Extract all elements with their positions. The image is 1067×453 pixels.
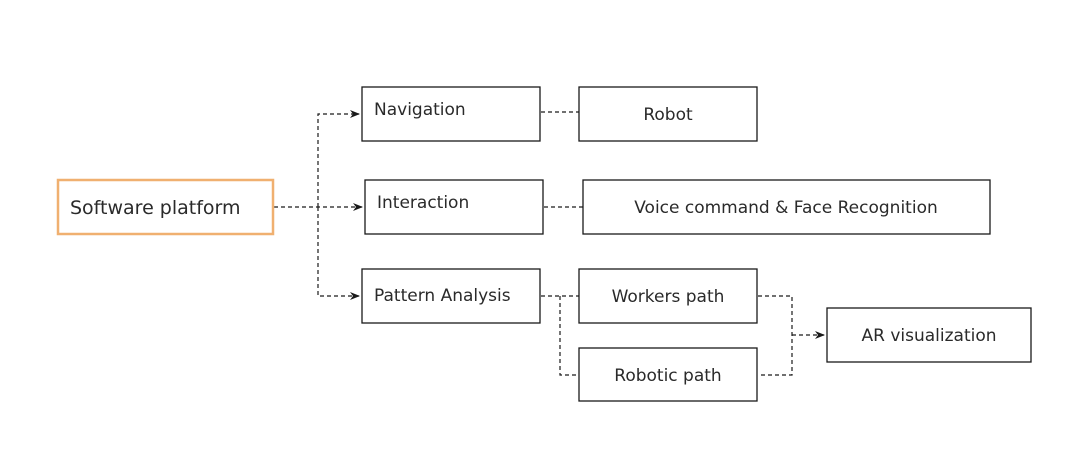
node-navigation-label: Navigation xyxy=(374,100,466,120)
node-software-platform: Software platform xyxy=(56,178,275,236)
node-voice-face-recognition-label: Voice command & Face Recognition xyxy=(634,198,938,218)
node-interaction-label: Interaction xyxy=(377,193,469,213)
node-voice-face-recognition: Voice command & Face Recognition xyxy=(582,179,991,235)
node-robotic-path: Robotic path xyxy=(578,347,758,402)
connector-platform-to-pattern-analysis xyxy=(317,207,360,300)
connector-workers-path-to-merge xyxy=(758,295,793,376)
node-robot-label: Robot xyxy=(643,105,693,125)
node-workers-path-label: Workers path xyxy=(612,287,725,307)
connector-pattern-to-robotic-path xyxy=(559,296,579,376)
node-navigation: Navigation xyxy=(361,86,541,142)
node-robotic-path-label: Robotic path xyxy=(614,366,721,386)
node-pattern-analysis: Pattern Analysis xyxy=(361,268,541,324)
connectors xyxy=(274,110,825,376)
node-software-platform-label: Software platform xyxy=(70,197,241,219)
node-ar-visualization-label: AR visualization xyxy=(861,326,996,346)
connector-platform-to-navigation xyxy=(317,110,360,207)
node-workers-path: Workers path xyxy=(578,268,758,324)
node-pattern-analysis-label: Pattern Analysis xyxy=(374,286,511,306)
node-ar-visualization: AR visualization xyxy=(826,307,1032,363)
node-interaction: Interaction xyxy=(364,179,544,235)
node-robot: Robot xyxy=(578,86,758,142)
